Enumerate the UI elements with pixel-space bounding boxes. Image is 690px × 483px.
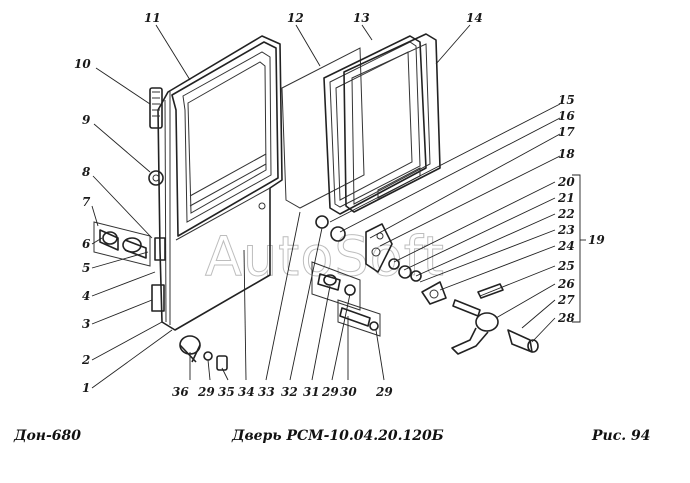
model-label: Дон-680 bbox=[14, 428, 82, 444]
handle-assembly bbox=[451, 283, 539, 355]
callout-6: 6 bbox=[82, 237, 91, 251]
callout-7: 7 bbox=[82, 195, 91, 209]
callout-5: 5 bbox=[82, 261, 90, 275]
callout-3: 3 bbox=[82, 317, 90, 331]
callout-32: 32 bbox=[281, 385, 298, 399]
callout-34: 34 bbox=[238, 385, 255, 399]
callout-13: 13 bbox=[353, 11, 370, 25]
callout-20: 20 bbox=[557, 175, 575, 189]
callout-26: 26 bbox=[557, 277, 575, 291]
callout-11: 11 bbox=[144, 11, 161, 25]
callout-15: 15 bbox=[558, 93, 575, 107]
callout-23: 23 bbox=[557, 223, 575, 237]
glass-pane bbox=[281, 47, 365, 209]
callout-19: 19 bbox=[588, 233, 605, 247]
callout-14: 14 bbox=[466, 11, 483, 25]
callout-25: 25 bbox=[557, 259, 575, 273]
callout-33: 33 bbox=[258, 385, 275, 399]
callout-31: 31 bbox=[303, 385, 320, 399]
callout-30: 30 bbox=[340, 385, 357, 399]
callout-28: 28 bbox=[557, 311, 575, 325]
figure-number: Рис. 94 bbox=[592, 428, 651, 444]
leader-lines bbox=[91, 24, 586, 389]
callout-10: 10 bbox=[74, 57, 91, 71]
callout-24: 24 bbox=[557, 239, 575, 253]
callout-29-a: 29 bbox=[197, 385, 215, 399]
callout-12: 12 bbox=[287, 11, 304, 25]
callout-9: 9 bbox=[82, 113, 91, 127]
callout-35: 35 bbox=[218, 385, 235, 399]
callout-36: 36 bbox=[172, 385, 189, 399]
seal-frame bbox=[323, 35, 427, 215]
callout-29-b: 29 bbox=[321, 385, 339, 399]
door-frame bbox=[157, 35, 283, 331]
callout-29-c: 29 bbox=[375, 385, 393, 399]
callout-27: 27 bbox=[557, 293, 575, 307]
figure-title: Дверь РСМ-10.04.20.120Б bbox=[232, 428, 444, 444]
callout-1: 1 bbox=[82, 381, 90, 395]
callout-labels: 11 12 13 14 10 9 8 7 6 5 4 3 2 1 15 16 1… bbox=[74, 11, 605, 399]
hinge-parts bbox=[93, 87, 166, 312]
callout-22: 22 bbox=[557, 207, 575, 221]
callout-4: 4 bbox=[82, 289, 90, 303]
callout-8: 8 bbox=[82, 165, 91, 179]
callout-17: 17 bbox=[558, 125, 575, 139]
callout-16: 16 bbox=[558, 109, 575, 123]
callout-21: 21 bbox=[557, 191, 575, 205]
callout-2: 2 bbox=[81, 353, 90, 367]
callout-18: 18 bbox=[558, 147, 575, 161]
